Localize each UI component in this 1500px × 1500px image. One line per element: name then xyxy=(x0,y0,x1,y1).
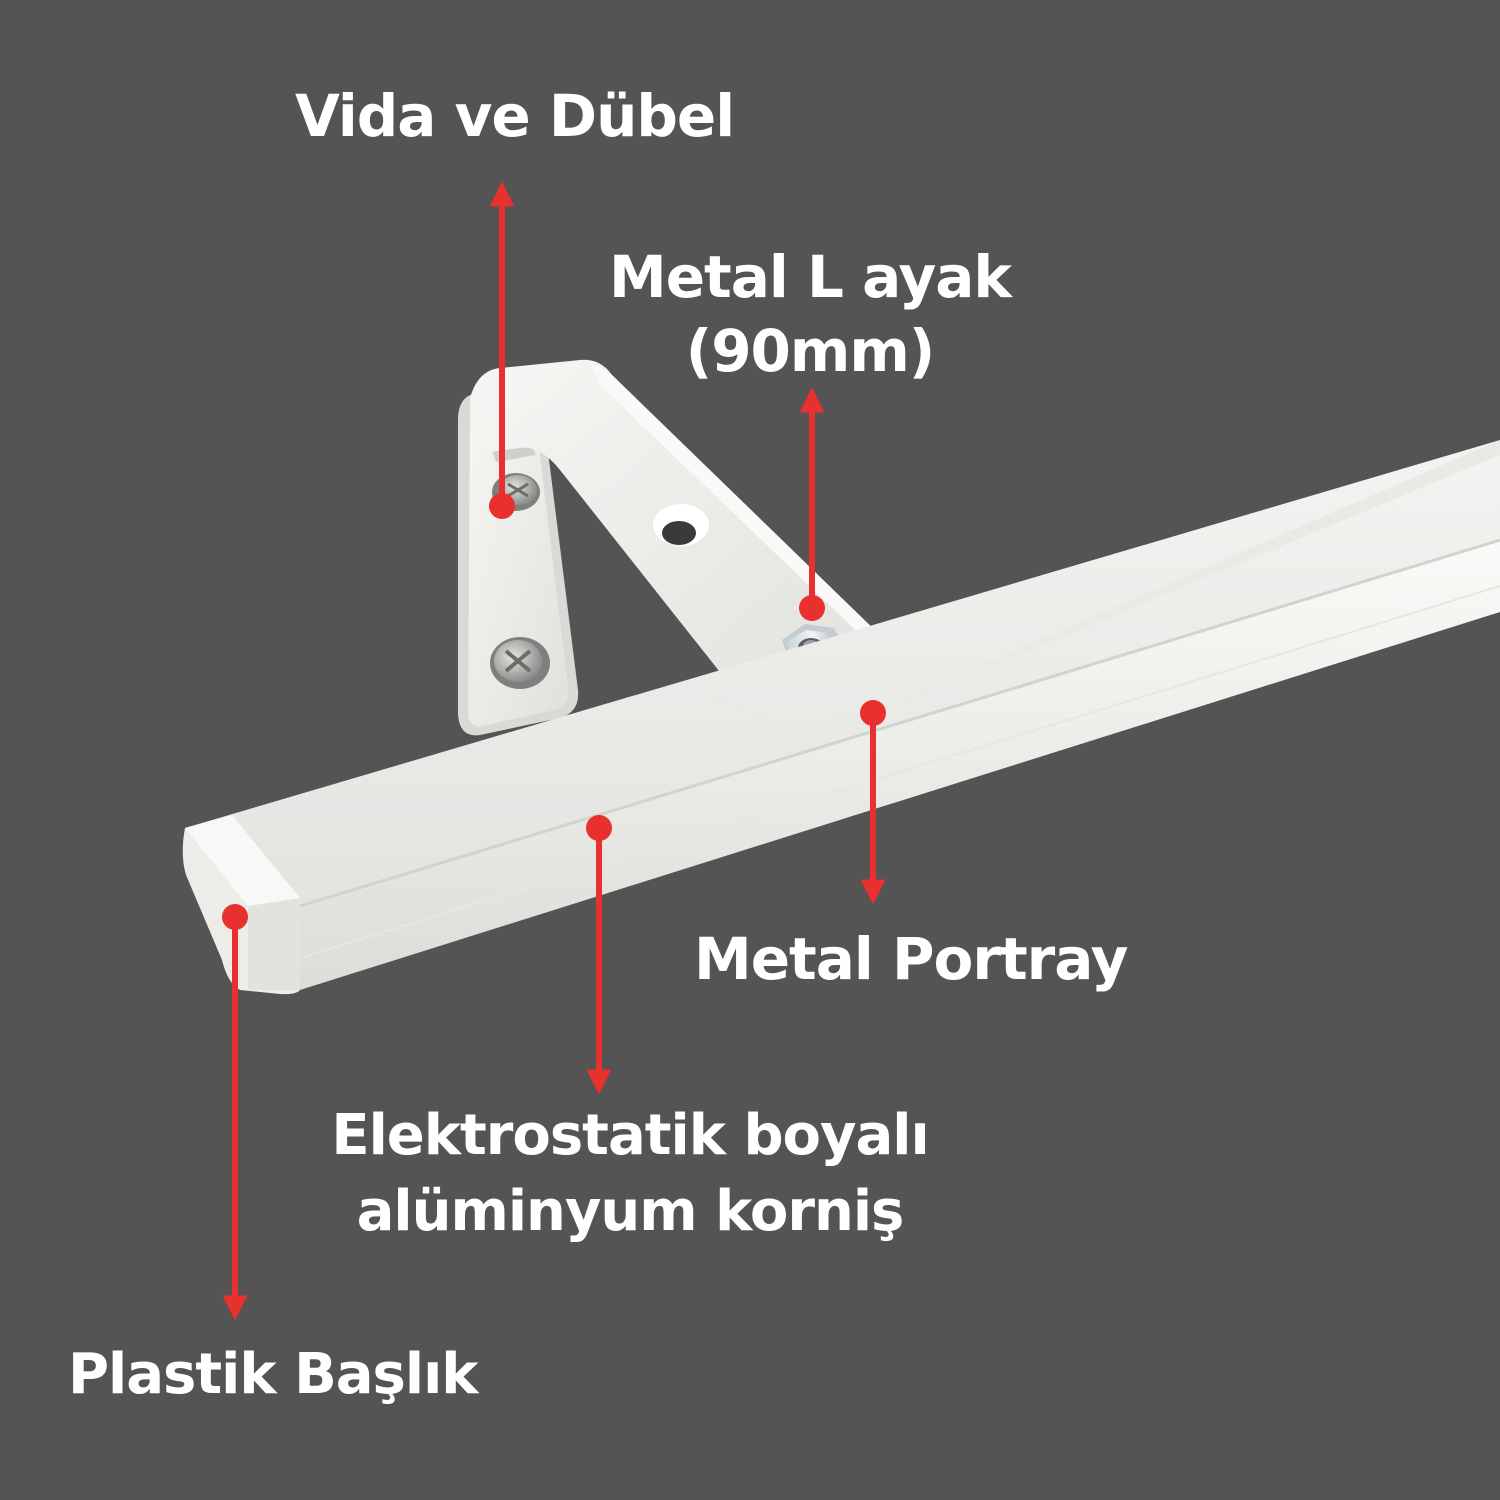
callout-aluminium-rail xyxy=(586,815,612,1095)
label-screw-and-dowel: Vida ve Dübel xyxy=(295,82,735,150)
callout-screw-and-dowel xyxy=(489,181,515,519)
label-l-bracket-line1: Metal L ayak xyxy=(608,243,1012,311)
callout-metal-carrier xyxy=(860,700,886,905)
label-l-bracket: Metal L ayak (90mm) xyxy=(605,240,1015,388)
label-metal-carrier: Metal Portray xyxy=(694,925,1128,993)
callout-plastic-cap xyxy=(222,904,248,1321)
aluminium-rail xyxy=(185,440,1500,990)
l-bracket-vertical-leg xyxy=(458,393,579,736)
label-aluminium-rail: Elektrostatik boyalı alüminyum korniş xyxy=(320,1098,940,1250)
label-aluminium-rail-line2: alüminyum korniş xyxy=(356,1179,905,1244)
label-l-bracket-line2: (90mm) xyxy=(685,317,936,385)
plastic-end-cap xyxy=(182,815,300,995)
label-plastic-cap: Plastik Başlık xyxy=(68,1342,478,1407)
screw-lower xyxy=(490,637,550,689)
callout-l-bracket xyxy=(799,387,825,621)
label-aluminium-rail-line1: Elektrostatik boyalı xyxy=(331,1103,929,1168)
